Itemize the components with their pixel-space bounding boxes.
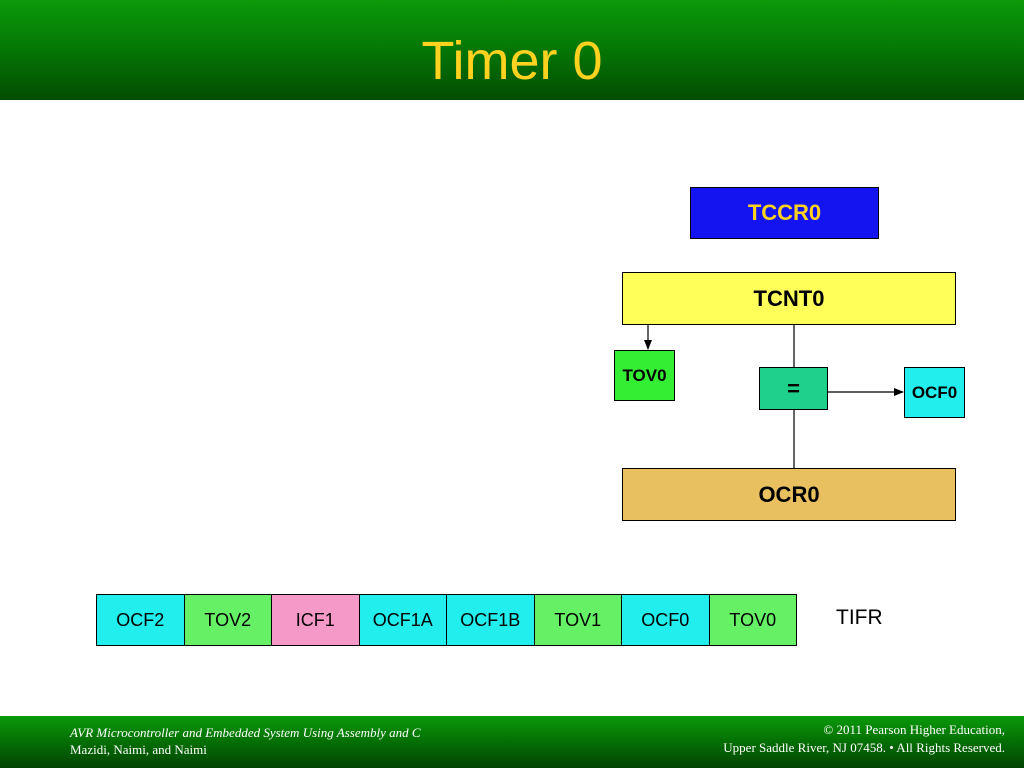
comparator: = [759,367,828,410]
tifr-bit-ocf1b: OCF1B [447,595,534,645]
footer-book-title: AVR Microcontroller and Embedded System … [70,725,421,740]
tccr0-register: TCCR0 [690,187,879,239]
title-bar [0,0,1024,100]
tifr-bit-tov2: TOV2 [184,595,271,645]
tifr-bit-tov0: TOV0 [709,595,796,645]
slide-title: Timer 0 [421,31,603,91]
tifr-register: OCF2 TOV2 ICF1 OCF1A OCF1B TOV1 OCF0 TOV… [96,594,797,646]
footer-authors: Mazidi, Naimi, and Naimi [70,742,207,757]
footer-copyright: © 2011 Pearson Higher Education, Upper S… [723,721,1005,757]
tifr-bit-ocf2: OCF2 [97,595,184,645]
footer-bar [0,716,1024,768]
footer-copyright-line: © 2011 Pearson Higher Education, [823,722,1005,737]
tifr-bit-tov1: TOV1 [534,595,621,645]
tcnt0-register: TCNT0 [622,272,956,325]
tifr-bit-icf1: ICF1 [272,595,359,645]
tifr-bit-ocf0: OCF0 [622,595,709,645]
footer-address-line: Upper Saddle River, NJ 07458. • All Righ… [723,740,1005,755]
tov0-flag: TOV0 [614,350,675,401]
ocf0-flag: OCF0 [904,367,965,418]
footer-citation: AVR Microcontroller and Embedded System … [70,724,421,758]
ocr0-register: OCR0 [622,468,956,521]
tifr-bit-ocf1a: OCF1A [359,595,446,645]
tifr-label: TIFR [836,606,883,629]
